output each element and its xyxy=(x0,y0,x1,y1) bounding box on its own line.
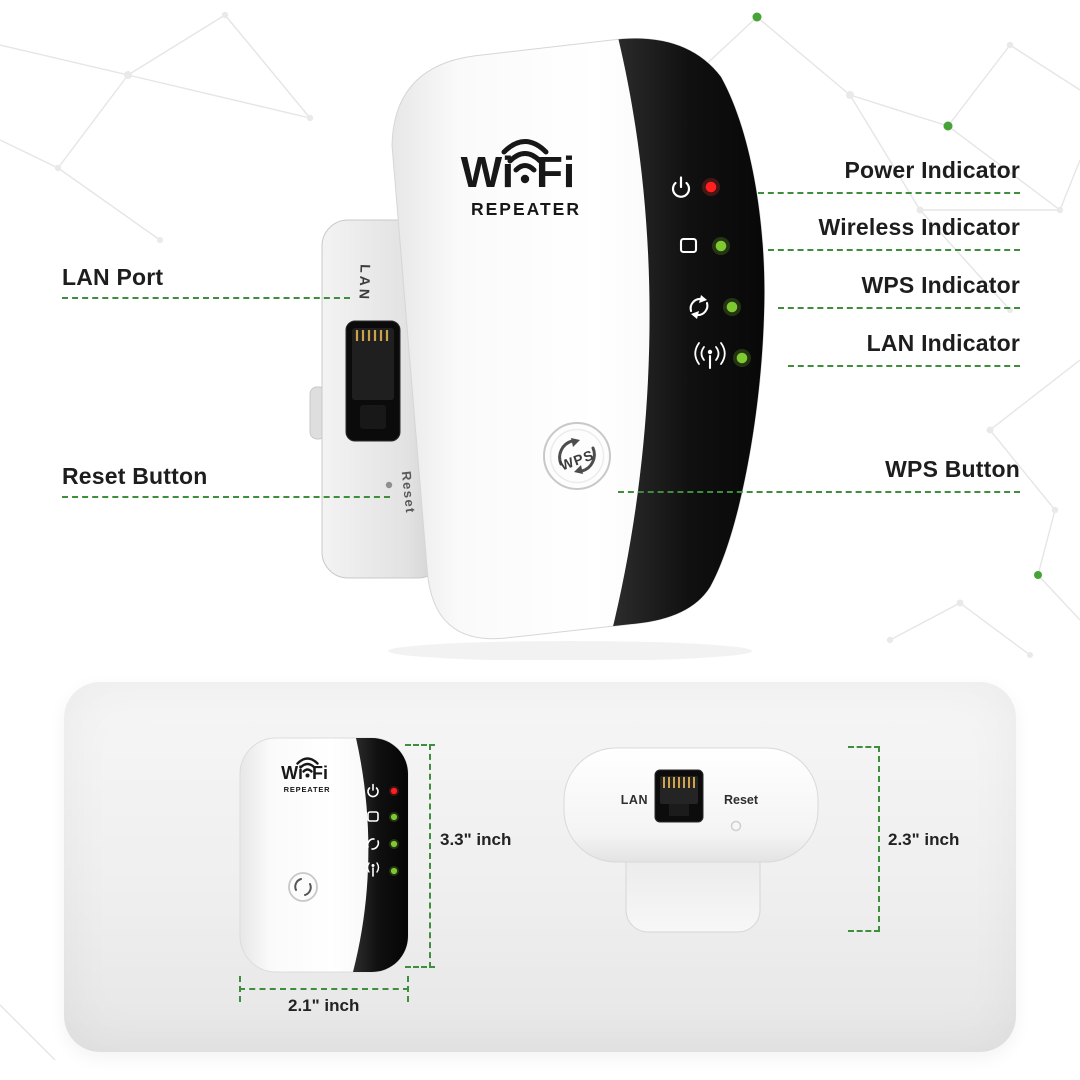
callout-wps-button: WPS Button xyxy=(885,456,1020,482)
svg-text:Wi: Wi xyxy=(461,148,514,197)
top-view-small: LAN Reset xyxy=(563,747,819,933)
front-height-dimension: 3.3" inch xyxy=(440,830,512,849)
power-icon xyxy=(671,181,691,198)
power-indicator-led xyxy=(671,176,720,198)
wifi-repeater-logo: Wi Fi REPEATER xyxy=(461,139,581,219)
svg-text:Wi: Wi xyxy=(281,763,303,783)
mini-logo: Wi Fi REPEATER xyxy=(281,757,331,794)
reset-label: Reset xyxy=(399,470,418,514)
device-shadow xyxy=(388,641,752,660)
callout-wps-indicator: WPS Indicator xyxy=(861,272,1020,298)
callout-reset-button: Reset Button xyxy=(62,463,208,489)
callout-line-wireless-indicator xyxy=(768,249,1020,251)
top-view-reset-pinhole xyxy=(730,820,742,832)
wireless-icon xyxy=(679,237,698,254)
svg-text:REPEATER: REPEATER xyxy=(471,199,581,219)
front-width-tick-left xyxy=(239,976,241,1002)
side-height-line xyxy=(878,746,880,932)
callout-line-lan-indicator xyxy=(788,365,1020,367)
mini-indicators xyxy=(366,783,399,877)
callout-lan-port: LAN Port xyxy=(62,264,164,290)
callout-line-lan-port xyxy=(62,297,350,299)
lan-port xyxy=(345,320,401,442)
top-view-lan-label: LAN xyxy=(621,793,648,807)
wps-button: WPS xyxy=(543,422,611,490)
reset-button: Reset xyxy=(385,470,418,515)
front-view-small: Wi Fi REPEATER xyxy=(239,737,409,973)
wps-arrows-icon xyxy=(689,297,703,313)
status-indicators xyxy=(671,176,751,370)
lan-indicator-led xyxy=(694,342,751,370)
callout-line-reset-button xyxy=(62,496,390,498)
wifi-signal-arcs-icon xyxy=(501,139,549,173)
mini-wps-button xyxy=(288,872,318,902)
callout-line-wps-button xyxy=(618,491,1020,493)
front-width-line xyxy=(239,988,409,990)
wps-indicator-led xyxy=(689,295,741,319)
front-height-tick-bottom xyxy=(405,966,435,968)
side-height-dimension: 2.3" inch xyxy=(888,830,960,849)
dimensions-card xyxy=(64,682,1016,1052)
front-width-dimension: 2.1" inch xyxy=(288,996,360,1015)
wps-button-arrows-icon xyxy=(558,439,596,473)
side-height-tick-top xyxy=(848,746,880,748)
top-view-lan-port xyxy=(654,769,704,823)
callout-line-power-indicator xyxy=(758,192,1020,194)
lan-port-label: LAN xyxy=(356,264,373,302)
front-width-tick-right xyxy=(407,976,409,1002)
repeater-main-illustration: LAN Reset Wi Fi REPEATER xyxy=(309,38,765,660)
callout-power-indicator: Power Indicator xyxy=(844,157,1020,183)
top-view-reset-label: Reset xyxy=(724,793,759,807)
wireless-indicator-led xyxy=(679,237,730,255)
callout-wireless-indicator: Wireless Indicator xyxy=(818,214,1020,240)
svg-text:REPEATER: REPEATER xyxy=(284,785,331,794)
side-height-tick-bottom xyxy=(848,930,880,932)
reset-pinhole xyxy=(385,481,393,489)
svg-text:Fi: Fi xyxy=(312,763,328,783)
antenna-icon xyxy=(707,349,713,355)
callout-line-wps-indicator xyxy=(778,307,1020,309)
svg-text:Fi: Fi xyxy=(536,148,575,197)
callout-lan-indicator: LAN Indicator xyxy=(866,330,1020,356)
front-height-tick-top xyxy=(405,744,435,746)
front-height-line xyxy=(429,744,431,968)
